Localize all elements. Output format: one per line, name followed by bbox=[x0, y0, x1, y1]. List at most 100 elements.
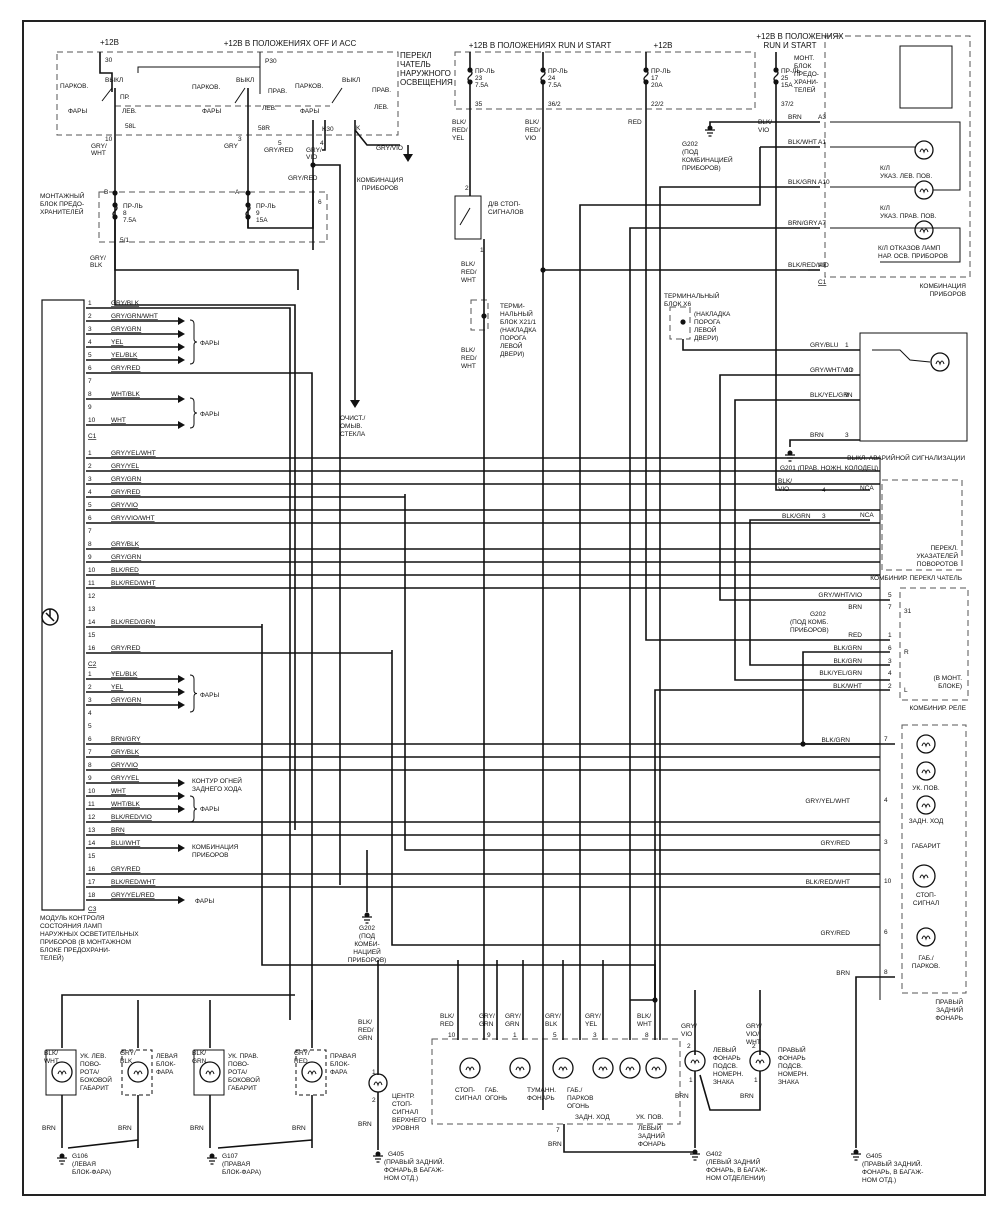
left-tail-lamp-icon bbox=[459, 1057, 481, 1079]
combo-switch-pin: 4 bbox=[822, 487, 826, 494]
combo-switch-term: NCA bbox=[860, 512, 874, 519]
text-labels: +12В+12В В ПОЛОЖЕНИЯХ OFF И ACC+12В В ПО… bbox=[40, 32, 967, 1184]
fuse-num: 24 bbox=[548, 75, 556, 82]
c2-pin-wire: GRY/BLK bbox=[111, 541, 140, 548]
c3-pin-num: 4 bbox=[88, 710, 92, 717]
wire-gryblk bbox=[114, 217, 299, 290]
g402-label: НОМ ОТДЕЛЕНИИ) bbox=[706, 1175, 765, 1182]
c3-name: C3 bbox=[88, 906, 97, 913]
g106-id: G106 bbox=[72, 1153, 88, 1160]
term-x6-box bbox=[669, 306, 691, 340]
left-tail-wire-label: GRY/ bbox=[505, 1013, 521, 1020]
g106-join bbox=[67, 1139, 139, 1149]
to-cluster-label: ПРИБОРОВ bbox=[362, 185, 399, 192]
lamp-symbols bbox=[45, 140, 950, 1096]
headlights-label: ФАРЫ bbox=[200, 692, 219, 699]
left-tail-wire-label: RED bbox=[440, 1021, 454, 1028]
wire-brn-a3 bbox=[709, 121, 820, 126]
hazard-pin: 1 bbox=[845, 342, 849, 349]
c3-pin-num: 3 bbox=[88, 697, 92, 704]
left-tail-lamp-label: ГАБ./ bbox=[567, 1087, 582, 1094]
combo-relay-box bbox=[899, 587, 969, 701]
park-label: ПАРКОВ. bbox=[192, 84, 220, 91]
c1-pin-wire: YEL bbox=[111, 339, 124, 346]
right-tail-lamp-icon-filament bbox=[921, 803, 931, 809]
chmsl-wire: GRN bbox=[358, 1035, 373, 1042]
g402-label: (ЛЕВЫЙ ЗАДНИЙ bbox=[706, 1157, 761, 1166]
switch-pin: K bbox=[356, 125, 361, 132]
reverse-contour-label: КОНТУР ОГНЕЙ bbox=[192, 776, 242, 785]
fuse-pin: 35 bbox=[475, 101, 483, 108]
splice-dot bbox=[540, 67, 546, 73]
front-lamp-gnd-label: BRN bbox=[42, 1125, 56, 1132]
cluster-title: КОМБИНАЦИЯ bbox=[920, 283, 967, 290]
c1-pin-num: 2 bbox=[88, 313, 92, 320]
g202-top-label: ПРИБОРОВ) bbox=[682, 165, 721, 172]
splice-dot bbox=[467, 67, 473, 73]
washer-arrow bbox=[350, 400, 360, 408]
diagram-frame bbox=[22, 20, 986, 1196]
chmsl-lamp-icon-filament bbox=[373, 1081, 383, 1087]
plate-right-lamp-icon-filament bbox=[755, 1059, 765, 1065]
relay-pin-term: R bbox=[904, 649, 909, 656]
cluster-pin-wire: BRN/GRY bbox=[788, 220, 818, 227]
relay-title: КОМБИНИР. РЕЛЕ bbox=[910, 705, 967, 712]
switch-wire-pin: 4 bbox=[320, 140, 324, 147]
g402-ground-icon bbox=[690, 1153, 700, 1161]
right-tail-lamp-label: УК. ПОВ. bbox=[912, 785, 940, 792]
combo-switch-title: КОМБИНИР. ПЕРЕКЛ ЧАТЕЛЬ bbox=[870, 575, 962, 582]
right-label: ПРАВ. bbox=[372, 87, 391, 94]
c2-pin-num: 3 bbox=[88, 476, 92, 483]
switch-pin: 30 bbox=[105, 57, 113, 64]
front-lamp-box bbox=[193, 1049, 225, 1096]
relay-pin-wire: BLK/WHT bbox=[833, 683, 862, 690]
front-lamp-label: ФАРА bbox=[330, 1069, 348, 1076]
cluster-pin: A9 bbox=[818, 262, 826, 269]
fuse-out-wire: GRY/ bbox=[90, 255, 106, 262]
chmsl-gnd: BRN bbox=[358, 1121, 372, 1128]
c1-pin-num: 1 bbox=[88, 300, 92, 307]
c2-pin-wire: GRY/GRN bbox=[111, 554, 142, 561]
right-tail-pin: 6 bbox=[884, 929, 888, 936]
c2-pin-num: 4 bbox=[88, 489, 92, 496]
switch-pin: 58R bbox=[258, 125, 270, 132]
c3-pin-wire: GRY/YEL/RED bbox=[111, 892, 155, 899]
front-lamp-wire-label: BLK/ bbox=[192, 1050, 206, 1057]
wire-blkvio bbox=[775, 82, 870, 491]
c1-pin-wire: WHT/BLK bbox=[111, 391, 141, 398]
hazard-pin: 10 bbox=[845, 367, 853, 374]
washer-label: СТЕКЛА bbox=[340, 431, 366, 438]
g201-ground-icon-dot bbox=[787, 450, 793, 456]
fuse-wire: RED/ bbox=[452, 127, 468, 134]
c3-pin-num: 18 bbox=[88, 892, 96, 899]
combo-switch-wire: VIO bbox=[778, 486, 789, 493]
c2-pin-wire: GRY/RED bbox=[111, 489, 141, 496]
wire-bundle bbox=[61, 52, 961, 1153]
cluster-lamp-left-turn-icon-filament bbox=[919, 148, 929, 154]
fuse-node: B bbox=[104, 189, 108, 196]
wire-blkwht-2 bbox=[654, 689, 890, 1000]
relay-pin-term: L bbox=[904, 687, 908, 694]
cluster-lamp-label: УКАЗ. ПРАВ. ПОВ. bbox=[880, 213, 937, 220]
c1-pin-num: 7 bbox=[88, 378, 92, 385]
left-tail-gnd-pin: 7 bbox=[556, 1127, 560, 1134]
plate-right-label: НОМЕРН. bbox=[778, 1071, 809, 1078]
fuse-num: 9 bbox=[256, 210, 260, 217]
c1-arrow-icon bbox=[178, 356, 185, 364]
fuse-block-right-box bbox=[454, 51, 756, 110]
front-lamp-box bbox=[121, 1049, 153, 1096]
brace bbox=[189, 319, 198, 365]
term-x21-label: ЛЕВОЙ bbox=[500, 341, 523, 350]
fuse-name: ПР-ЛЬ bbox=[548, 68, 568, 75]
module-label: НАРУЖНЫХ ОСВЕТИТЕЛЬНЫХ bbox=[40, 931, 139, 938]
right-tail-lamp-label: ГАБ./ bbox=[918, 955, 933, 962]
cluster-pin-wire: BLK/GRN bbox=[788, 179, 817, 186]
headlights-label: ФАРЫ bbox=[195, 898, 214, 905]
relay-pin-wire: BLK/GRN bbox=[833, 658, 862, 665]
wire-blkgrn-6 bbox=[802, 651, 890, 745]
cluster-pin-wire: BLK/WHT bbox=[788, 139, 817, 146]
front-lamp-icon-filament bbox=[133, 1070, 143, 1076]
c3-arrow-icon bbox=[178, 779, 185, 787]
fuse-block-right-title: ХРАНИ- bbox=[794, 79, 818, 86]
g202-mid-label: (ПОД bbox=[359, 933, 376, 940]
